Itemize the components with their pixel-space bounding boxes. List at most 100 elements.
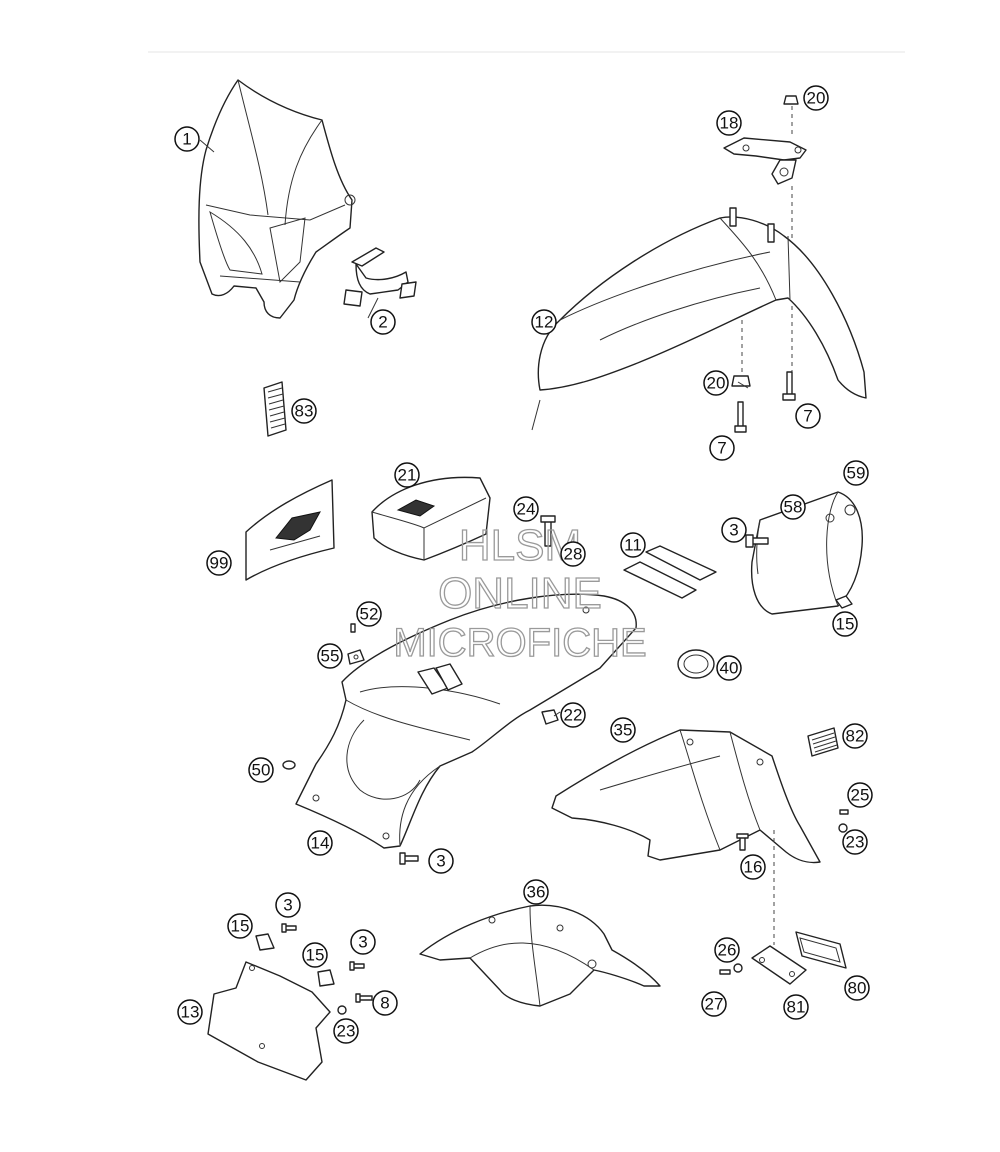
callout-15-plate-right[interactable]: 15 [302, 942, 328, 968]
headlight-mask[interactable] [198, 79, 356, 319]
clip-nut[interactable] [347, 649, 365, 665]
callout-81[interactable]: 81 [783, 994, 809, 1020]
callout-3-plate-upper[interactable]: 3 [275, 892, 301, 918]
callout-23-plate[interactable]: 23 [333, 1018, 359, 1044]
watermark-line-3: MICROFICHE [393, 621, 646, 665]
callout-7-right[interactable]: 7 [795, 403, 821, 429]
reflector-strip[interactable] [263, 381, 287, 437]
callout-27[interactable]: 27 [701, 991, 727, 1017]
clip-15-right[interactable] [317, 969, 335, 987]
callout-11-label: 11 [624, 536, 642, 555]
fender-bracket[interactable] [723, 137, 807, 185]
ktm-decal[interactable] [245, 479, 335, 581]
small-screw[interactable] [350, 623, 356, 633]
callout-28[interactable]: 28 [560, 541, 586, 567]
fender-nut-top[interactable] [783, 95, 799, 105]
washer-23[interactable] [838, 823, 848, 833]
callout-25-label: 25 [851, 786, 870, 805]
callout-3-fender[interactable]: 3 [428, 848, 454, 874]
callout-13[interactable]: 13 [177, 999, 203, 1025]
callout-23-plate-label: 23 [337, 1022, 356, 1041]
callout-58[interactable]: 58 [780, 494, 806, 520]
callout-23-mudguard-label: 23 [846, 833, 865, 852]
callout-3-toolbox-label: 3 [729, 521, 738, 540]
rear-fender-nut[interactable] [541, 709, 559, 725]
callout-13-label: 13 [181, 1003, 200, 1022]
screw-27[interactable] [719, 969, 731, 975]
callout-8[interactable]: 8 [372, 990, 398, 1016]
callout-7-left[interactable]: 7 [709, 435, 735, 461]
screw-8[interactable] [355, 993, 373, 1003]
callout-16[interactable]: 16 [740, 854, 766, 880]
fender-lower[interactable] [419, 904, 661, 1007]
fender-screw-b[interactable] [782, 371, 796, 401]
callout-11[interactable]: 11 [620, 532, 646, 558]
callout-23-mudguard[interactable]: 23 [842, 829, 868, 855]
washer-23-plate[interactable] [337, 1005, 347, 1015]
callout-12[interactable]: 12 [531, 309, 557, 335]
callout-14[interactable]: 14 [307, 830, 333, 856]
callout-83[interactable]: 83 [291, 398, 317, 424]
callout-22[interactable]: 22 [560, 702, 586, 728]
screw-3-lower[interactable] [349, 961, 365, 971]
callout-52[interactable]: 52 [356, 601, 382, 627]
callout-21[interactable]: 21 [394, 462, 420, 488]
seat-pads[interactable] [623, 545, 717, 599]
license-light[interactable] [795, 931, 847, 969]
callout-25[interactable]: 25 [847, 782, 873, 808]
callout-59[interactable]: 59 [843, 460, 869, 486]
callout-18[interactable]: 18 [716, 110, 742, 136]
nut-26[interactable] [733, 963, 743, 973]
fender-screw-a[interactable] [734, 401, 747, 433]
headlight-bracket[interactable] [343, 247, 417, 307]
callout-1[interactable]: 1 [174, 126, 200, 152]
callout-3-plate-lower[interactable]: 3 [350, 929, 376, 955]
callout-26-label: 26 [718, 941, 737, 960]
seat-bolt[interactable] [540, 515, 556, 547]
callout-2[interactable]: 2 [370, 309, 396, 335]
mudguard-rear[interactable] [551, 729, 821, 864]
callout-15-plate-left-label: 15 [231, 917, 250, 936]
callout-35[interactable]: 35 [610, 717, 636, 743]
screw-16[interactable] [736, 833, 749, 851]
clip-15-left[interactable] [255, 933, 275, 951]
callout-83-label: 83 [295, 402, 314, 421]
reflector-rear[interactable] [807, 727, 839, 757]
tool-box-screw[interactable] [745, 534, 769, 548]
callout-20-fender[interactable]: 20 [703, 370, 729, 396]
callout-55-label: 55 [321, 647, 340, 666]
callout-3-fender-label: 3 [436, 852, 445, 871]
callout-40[interactable]: 40 [716, 655, 742, 681]
callout-50[interactable]: 50 [248, 757, 274, 783]
watermark-line-2: ONLINE [438, 569, 602, 618]
grommet[interactable] [677, 649, 715, 679]
callout-82[interactable]: 82 [842, 723, 868, 749]
callout-15-toolbox-label: 15 [836, 615, 855, 634]
callout-21-label: 21 [398, 466, 417, 485]
callout-55[interactable]: 55 [317, 643, 343, 669]
callout-1-label: 1 [182, 130, 191, 149]
number-plate[interactable] [207, 961, 331, 1081]
callout-80[interactable]: 80 [844, 975, 870, 1001]
washer[interactable] [282, 760, 296, 770]
screw-25[interactable] [839, 809, 849, 815]
fender-nut[interactable] [731, 375, 751, 387]
callout-82-label: 82 [846, 727, 865, 746]
license-light-plate[interactable] [751, 945, 807, 985]
rear-fender-screw[interactable] [399, 852, 419, 865]
front-fender[interactable] [537, 207, 867, 399]
callout-3-toolbox[interactable]: 3 [721, 517, 747, 543]
tool-box-clip[interactable] [835, 595, 853, 609]
callout-36[interactable]: 36 [523, 879, 549, 905]
callout-15-plate-left[interactable]: 15 [227, 913, 253, 939]
callout-24[interactable]: 24 [513, 496, 539, 522]
callout-15-toolbox[interactable]: 15 [832, 611, 858, 637]
screw-3-upper[interactable] [281, 923, 297, 933]
callout-3-plate-upper-label: 3 [283, 896, 292, 915]
callout-26[interactable]: 26 [714, 937, 740, 963]
tool-box[interactable] [750, 491, 863, 615]
callout-20-top[interactable]: 20 [803, 85, 829, 111]
rear-fender[interactable] [295, 593, 637, 849]
callout-99[interactable]: 99 [206, 550, 232, 576]
